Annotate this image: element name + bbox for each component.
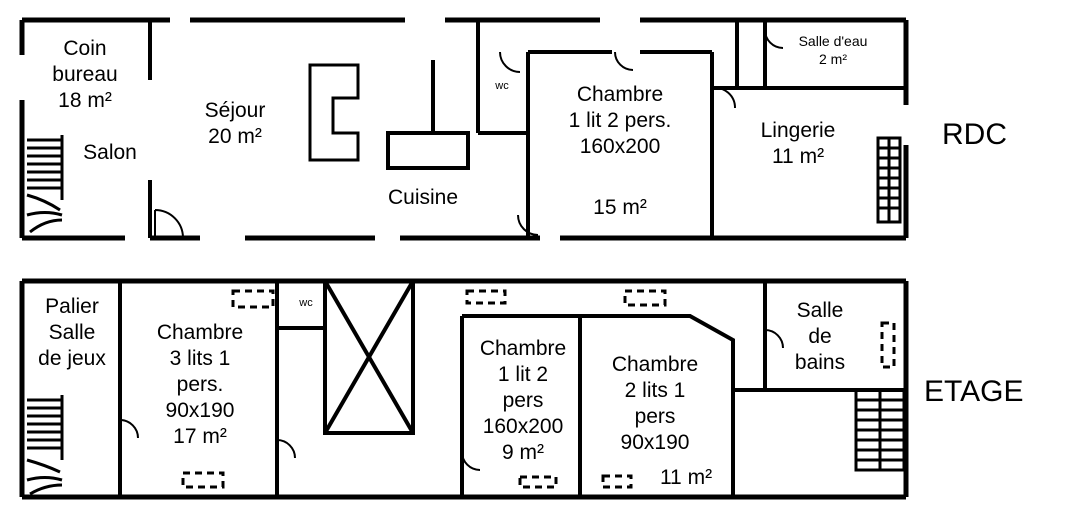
room-salon: Salon xyxy=(83,141,137,164)
etage-inner-walls xyxy=(118,279,906,497)
room-salle-de-bains: Salle de bains xyxy=(794,299,846,374)
room-coin-bureau: Coin bureau 18 m² xyxy=(52,37,118,112)
room-wc: wc xyxy=(495,80,509,92)
stairs-icon xyxy=(854,388,906,472)
furniture-marker xyxy=(181,289,896,489)
rdc-plan xyxy=(19,17,909,241)
door-arc xyxy=(499,51,521,73)
room-salle-deau: Salle d'eau 2 m² xyxy=(798,33,868,67)
stairs-icon xyxy=(26,395,64,496)
room-lingerie: Lingerie 11 m² xyxy=(760,119,836,168)
room-chambre-3-lits: Chambre 3 lits 1 pers. 90x190 17 m² xyxy=(156,321,244,448)
room-chambre: Chambre 1 lit 2 pers. 160x200 xyxy=(568,83,672,158)
door-arc xyxy=(764,329,784,349)
rdc-outer-walls xyxy=(19,17,909,241)
stairs-icon xyxy=(876,136,902,224)
door-arc xyxy=(614,51,634,71)
stairs-icon xyxy=(26,135,64,234)
room-chambre-1-lit: Chambre 1 lit 2 pers 160x200 9 m² xyxy=(479,337,567,464)
room-sejour: Séjour 20 m² xyxy=(204,99,266,148)
room-cuisine: Cuisine xyxy=(387,186,459,209)
door-arc xyxy=(764,29,784,49)
room-chambre-area: 15 m² xyxy=(593,196,647,219)
door-arc xyxy=(711,86,737,109)
door-arc xyxy=(119,419,139,439)
room-palier: Palier Salle de jeux xyxy=(38,295,106,370)
door-arc xyxy=(154,209,184,239)
door-arc xyxy=(461,451,481,471)
room-wc-etage: wc xyxy=(299,297,313,309)
door-arc xyxy=(276,439,296,459)
floor-label-rdc: RDC xyxy=(942,118,1007,151)
rdc-inner-walls xyxy=(148,22,906,238)
kitchen-island xyxy=(308,63,360,162)
door-arc xyxy=(517,214,539,236)
floor-label-etage: ETAGE xyxy=(924,375,1024,408)
room-chambre-2-lits: Chambre 2 lits 1 pers 90x190 xyxy=(611,353,699,454)
room-chambre-2-lits-area: 11 m² xyxy=(659,466,713,489)
kitchen-counter xyxy=(386,60,470,170)
etage-plan xyxy=(19,278,909,500)
